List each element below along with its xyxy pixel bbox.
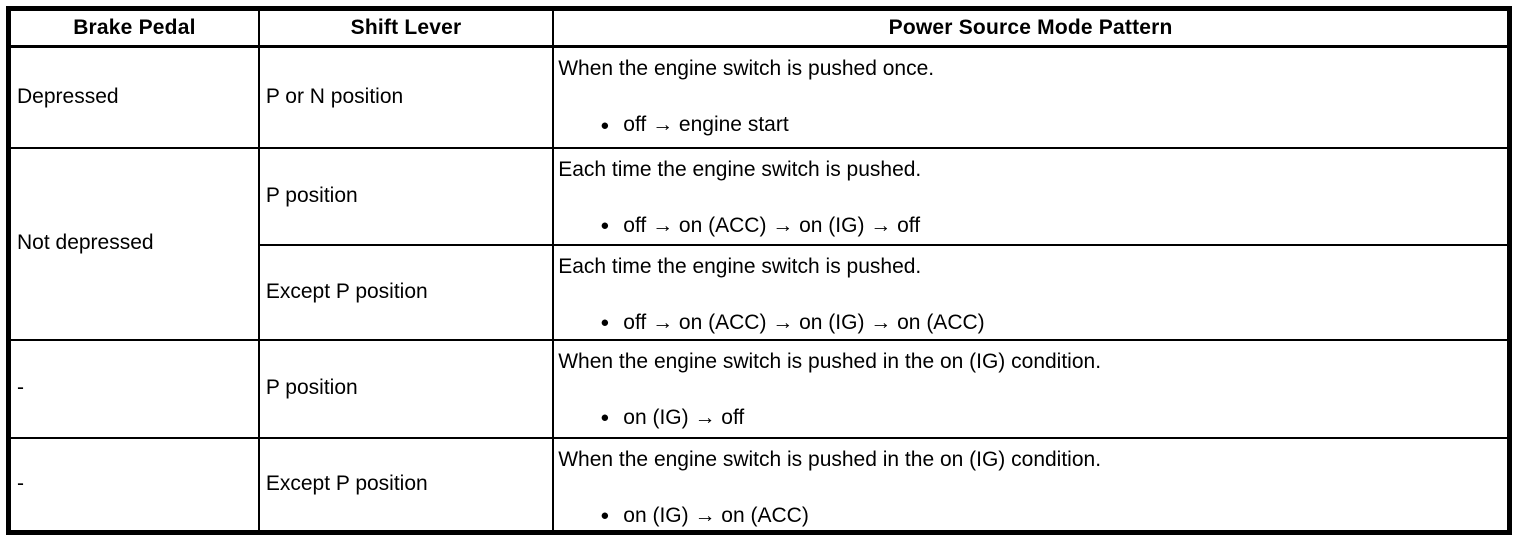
pattern-sequence: off → on (ACC) → on (IG) → on (ACC) (623, 310, 985, 334)
column-header-shift-lever: Shift Lever (257, 7, 555, 48)
header-row: Brake Pedal Shift Lever Power Source Mod… (7, 7, 1511, 48)
cell-brake-pedal: Depressed (7, 45, 260, 149)
cell-brake-pedal: - (7, 436, 260, 534)
cell-shift-lever: Except P position (257, 243, 555, 341)
cell-brake-pedal: Not depressed (7, 146, 260, 341)
table-row: - P position When the engine switch is p… (7, 338, 1511, 439)
table-row: Depressed P or N position When the engin… (7, 45, 1511, 149)
pattern-condition: Each time the engine switch is pushed. (558, 254, 922, 278)
cell-shift-lever: P position (257, 338, 555, 439)
table-row: Except P position Each time the engine s… (9, 243, 1511, 341)
table-row: - Except P position When the engine swit… (7, 436, 1511, 534)
cell-pattern: When the engine switch is pushed once. ●… (552, 45, 1511, 149)
pattern-bullet-line: ● off → on (ACC) → on (IG) → off (558, 213, 1501, 239)
cell-pattern: Each time the engine switch is pushed. ●… (552, 146, 1511, 246)
table-body: Depressed P or N position When the engin… (7, 45, 1511, 534)
bullet-icon: ● (600, 116, 610, 134)
column-header-power-source-mode-pattern: Power Source Mode Pattern (552, 7, 1511, 48)
table-header: Brake Pedal Shift Lever Power Source Mod… (7, 7, 1511, 48)
pattern-sequence: off → engine start (623, 113, 789, 137)
pattern-bullet-line: ● on (IG) → off (558, 405, 1501, 431)
bullet-icon: ● (600, 409, 610, 427)
pattern-bullet-line: ● off → on (ACC) → on (IG) → on (ACC) (558, 310, 1501, 336)
pattern-condition: Each time the engine switch is pushed. (558, 157, 922, 181)
table-row: Not depressed P position Each time the e… (7, 146, 1511, 341)
column-header-brake-pedal: Brake Pedal (7, 7, 260, 48)
power-source-mode-table: Brake Pedal Shift Lever Power Source Mod… (6, 6, 1512, 535)
pattern-sequence: on (IG) → on (ACC) (623, 503, 809, 527)
pattern-condition: When the engine switch is pushed once. (558, 57, 935, 80)
cell-pattern: When the engine switch is pushed in the … (552, 338, 1511, 439)
cell-shift-lever: Except P position (257, 436, 555, 534)
cell-pattern: Each time the engine switch is pushed. ●… (552, 243, 1511, 341)
cell-shift-lever: P or N position (257, 45, 555, 149)
cell-shift-lever: P position (257, 146, 555, 246)
bullet-icon: ● (600, 217, 610, 235)
pattern-bullet-line: ● on (IG) → on (ACC) (558, 503, 1501, 529)
bullet-icon: ● (600, 507, 610, 525)
cell-brake-pedal: - (7, 338, 260, 439)
pattern-condition: When the engine switch is pushed in the … (558, 447, 1102, 471)
bullet-icon: ● (600, 314, 610, 332)
pattern-sequence: on (IG) → off (623, 405, 745, 429)
pattern-condition: When the engine switch is pushed in the … (558, 349, 1102, 373)
pattern-sequence: off → on (ACC) → on (IG) → off (623, 213, 921, 237)
pattern-bullet-line: ● off → engine start (558, 112, 1501, 138)
cell-pattern: When the engine switch is pushed in the … (552, 436, 1511, 534)
